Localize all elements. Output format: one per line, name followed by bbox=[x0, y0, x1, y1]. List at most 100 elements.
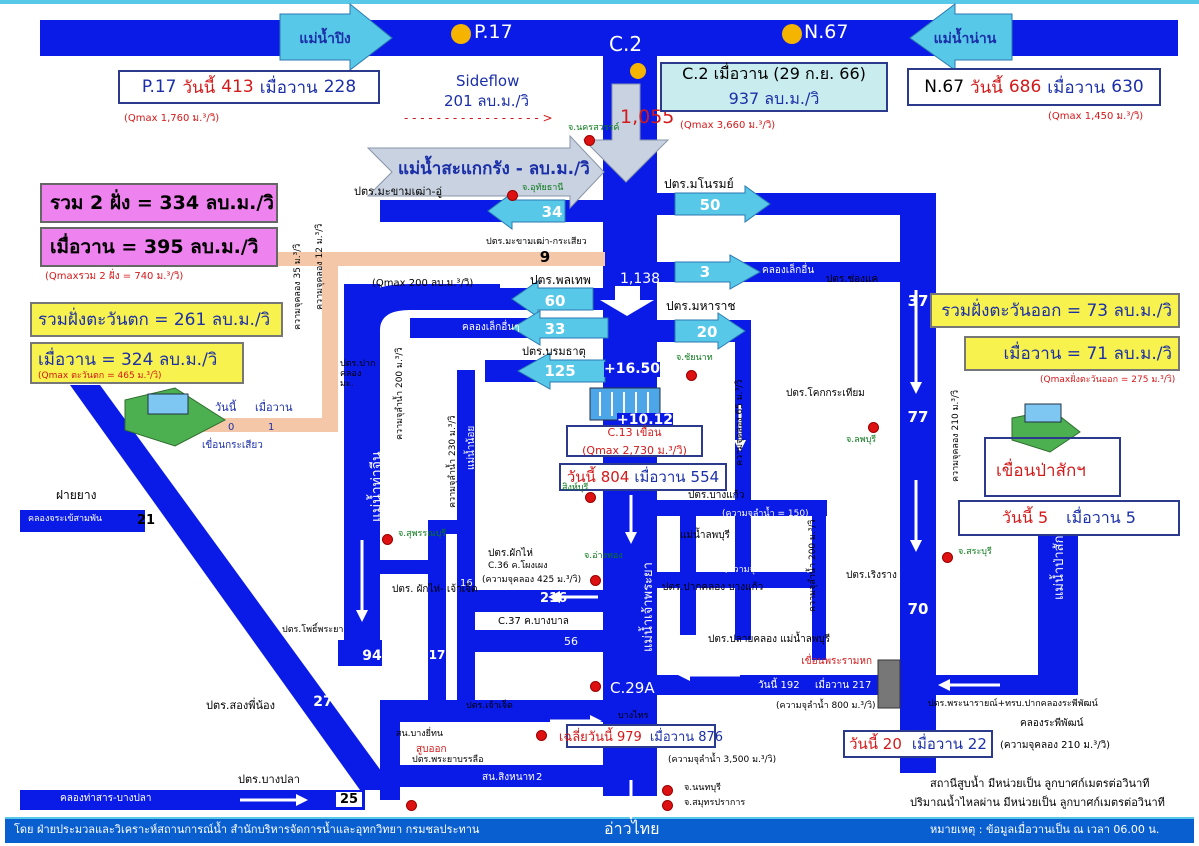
gate-maharat: ปตร.มหาราช bbox=[666, 299, 736, 313]
n67-prefix: N.67 bbox=[924, 77, 965, 97]
c29a-station: C.29A bbox=[610, 679, 655, 697]
raphiphat-values: วันนี้ 20 เมื่อวาน 22 bbox=[843, 730, 993, 758]
uthai-dot bbox=[507, 190, 518, 201]
c13-yest: 554 bbox=[690, 468, 720, 486]
p17-prefix: P.17 bbox=[141, 77, 177, 97]
ping-arrow bbox=[279, 2, 393, 72]
west-bank-today: รวมฝั่งตะวันตก = 261 ลบ.ม./วิ bbox=[30, 302, 283, 337]
legend-pump: สถานีสูบน้ำ มีหน่วยเป็น ลูกบาศก์เมตรต่อว… bbox=[930, 777, 1150, 790]
gate-songphinong: ปตร.สองพี่น้อง bbox=[206, 699, 275, 712]
gate-bangkeaw: ปตร.บางแก้ว bbox=[688, 490, 745, 501]
flow-c36: 216 bbox=[540, 591, 568, 606]
rama6-yest: เมื่อวาน 217 bbox=[815, 680, 872, 691]
gate-roengrang: ปตร.เริงราง bbox=[846, 570, 897, 581]
gate-makham-kraseaw: ปตร.มะขามเฒ่า-กระเสียว bbox=[486, 237, 587, 247]
ping-river-label: แม่น้ำปิง bbox=[299, 31, 351, 47]
level-up: +16.50 bbox=[604, 361, 661, 378]
nonthaburi-dot bbox=[662, 785, 673, 796]
n67-station: N.67 bbox=[804, 21, 849, 43]
gate-phrayabanlue: ปตร.พระยาบรรลือ bbox=[412, 755, 484, 765]
suphan-dot bbox=[382, 534, 393, 545]
nakhonsawan-label: จ.นครสวรรค์ bbox=[568, 123, 620, 133]
angthong-label: จ.อ่างทอง bbox=[584, 551, 623, 561]
noi-river-label: แม่น้ำน้อย bbox=[466, 425, 477, 470]
p17-yest-label: เมื่อวาน bbox=[259, 77, 318, 98]
pasak-values: วันนี้ 5 เมื่อวาน 5 bbox=[958, 500, 1180, 536]
c37-note: (ความจุคลอง 135 ม.³/วิ) bbox=[482, 655, 582, 665]
footer-credit: โดย ฝ่ายประมวลและวิเคราะห์สถานการณ์น้ำ ส… bbox=[14, 823, 480, 836]
c2-line1: C.2 เมื่อวาน (29 ก.ย. 66) bbox=[682, 64, 866, 83]
footer-band bbox=[5, 817, 1194, 843]
gate-phaktai-chaochet: ปตร. ผักไห่- เจ้าเจ็ด bbox=[392, 584, 478, 595]
gate-phophraya: ปตร.โพธิ์พระยา bbox=[282, 625, 344, 635]
raphiphat-today: วันนี้ 20 bbox=[849, 735, 902, 753]
capacity-tachin: ความจุลำน้ำ 200 ม.³/วิ bbox=[395, 347, 405, 441]
capacity-borom: ความจุลำน้ำ 230 ม.³/วิ bbox=[448, 415, 458, 509]
bangpla-canal-label: คลองท่าสาร-บางปลา bbox=[60, 793, 152, 804]
flow-c37: 56 bbox=[564, 635, 578, 648]
c2-line2: 937 ลบ.ม./วิ bbox=[728, 89, 820, 108]
p17-today: 413 bbox=[221, 77, 254, 97]
sakaekrang-label: แม่น้ำสะแกกรัง - ลบ.ม./วิ bbox=[398, 159, 590, 179]
gate-chaochet: ปตร.เจ้าเจ็ด bbox=[466, 701, 513, 711]
flow-maharat: 20 bbox=[696, 323, 718, 341]
p17-yest: 228 bbox=[323, 77, 357, 97]
capacity-makham: ความจุคลอง 12 ม.³/วิ bbox=[315, 223, 325, 310]
flow-chongkhae: 37 bbox=[907, 292, 929, 310]
east-bank-today: รวมฝั่งตะวันออก = 73 ลบ.ม./วิ bbox=[930, 293, 1180, 328]
raphiphat-cap: (ความจุคลอง 210 ม.³/วิ) bbox=[1000, 740, 1111, 751]
east-bank-qmax: (Qmaxฝั่งตะวันออก = 275 ม.³/วิ) bbox=[1040, 375, 1176, 385]
pasak-today: วันนี้ 5 bbox=[1002, 507, 1049, 527]
flow-phonlathep: 60 bbox=[544, 292, 566, 310]
uthai-label: จ.อุทัยธานี bbox=[522, 183, 564, 193]
raphiphat-gate: ปตร.พระนารายณ์+ทรบ.ปากคลองระพีพัฒน์ bbox=[928, 699, 1098, 709]
legend-flow: ปริมาณน้ำไหลผ่าน มีหน่วยเป็น ลูกบาศก์เมต… bbox=[910, 796, 1165, 809]
east-bank-yest: เมื่อวาน = 71 ลบ.ม./วิ bbox=[964, 336, 1180, 371]
n67-today-label: วันนี้ bbox=[970, 77, 1003, 98]
p17-station: P.17 bbox=[474, 21, 513, 43]
capacity-chongkhae: ความจุคลอง 210 ม.³/วิ bbox=[951, 389, 961, 482]
gate-khlong-lek-west: คลองเล็กอื่นๆ bbox=[462, 322, 520, 333]
lopburi-river-label: แม่น้ำลพบุรี bbox=[680, 530, 730, 541]
rama6-cap: (ความจุลำน้ำ 800 ม.³/วิ) bbox=[776, 701, 876, 711]
gate-bangpla: ปตร.บางปลา bbox=[238, 773, 300, 786]
pasak-river-label: แม่น้ำป่าสัก bbox=[1052, 535, 1067, 601]
chainat-label: จ.ชัยนาท bbox=[676, 353, 713, 363]
capacity-lop100: (ความจุคลอง = 100) bbox=[724, 565, 811, 575]
kraseaw-yest-label: เมื่อวาน bbox=[255, 401, 293, 414]
c36-note: (ความจุคลอง 425 ม.³/วิ) bbox=[482, 575, 582, 585]
nan-arrow bbox=[909, 2, 1013, 71]
west-sum-qmax: (Qmaxรวม 2 ฝั่ง = 740 ม.³/วิ) bbox=[45, 271, 184, 282]
capacity-lop200: ความจุลำน้ำ 200 ม.³/วิ bbox=[808, 519, 818, 613]
pathum-label: จ.ปทุมธานี bbox=[488, 740, 536, 751]
c2-qmax: (Qmax 3,660 ม.³/วิ) bbox=[680, 120, 776, 131]
rama6-name: เขื่อนพระรามหก bbox=[801, 656, 872, 667]
lopburi-label: จ.ลพบุรี bbox=[846, 435, 877, 445]
footer-note: หมายเหตุ : ข้อมูลเมื่อวานเป็น ณ เวลา 06.… bbox=[930, 823, 1160, 836]
c36-name: C.36 ค.โผงเผง bbox=[488, 561, 548, 571]
west-bank-yest-text: เมื่อวาน = 324 ลบ.ม./วิ bbox=[38, 350, 218, 370]
flow-mid: 1,138 bbox=[620, 271, 661, 287]
bangsai-label: บางไทร bbox=[618, 711, 649, 721]
rama6-today: วันนี้ 192 bbox=[758, 680, 800, 691]
flow-gate16: 16 bbox=[460, 578, 473, 589]
west-bank-yest: เมื่อวาน = 324 ลบ.ม./วิ bbox=[30, 342, 244, 384]
flow-phophraya: 94 bbox=[362, 648, 382, 664]
kraseaw-today-label: วันนี้ bbox=[215, 401, 237, 414]
samutprakan-dot bbox=[662, 800, 673, 811]
c2-marker bbox=[630, 63, 646, 79]
fai-yang-label: ฝายยาง bbox=[56, 488, 97, 502]
gate-borommathat: ปตร.บรมธาตุ bbox=[522, 345, 586, 358]
songphinong-canal bbox=[70, 385, 395, 790]
flow-manorom: 50 bbox=[699, 196, 721, 214]
chainat-dot bbox=[686, 370, 697, 381]
n67-qmax: (Qmax 1,450 ม.³/วิ) bbox=[1048, 111, 1144, 122]
pumping-label: สูบออก bbox=[416, 744, 447, 755]
sakaekrang-arrow bbox=[366, 134, 605, 210]
c13-today-label: วันนี้ bbox=[566, 468, 596, 486]
flow-khokkratiam: 77 bbox=[907, 408, 929, 426]
pasak-dam-name: เขื่อนป่าสักฯ bbox=[996, 461, 1086, 481]
c13-values: วันนี้ 804 เมื่อวาน 554 bbox=[559, 463, 727, 491]
p17-marker bbox=[451, 24, 471, 44]
pasak-yest: เมื่อวาน 5 bbox=[1066, 507, 1136, 527]
